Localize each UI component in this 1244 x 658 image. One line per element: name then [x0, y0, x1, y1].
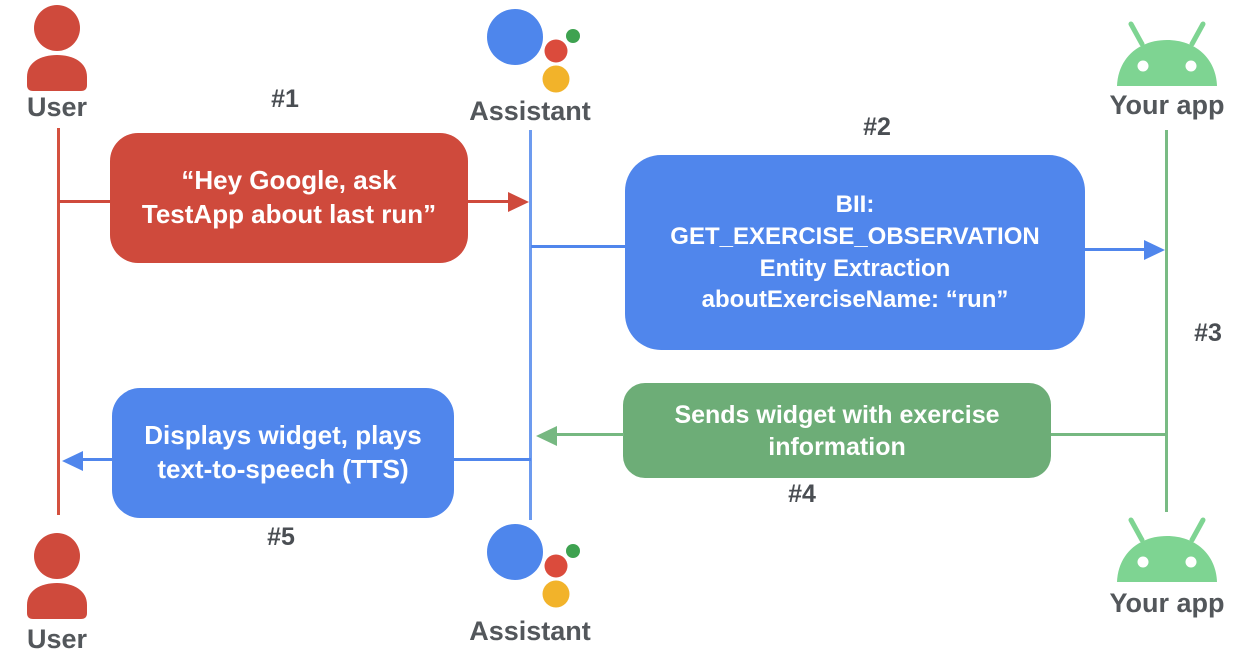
- assistant-lifeline: [529, 130, 532, 520]
- message-4-arrowhead: [536, 426, 557, 446]
- user-lifeline: [57, 128, 60, 515]
- step-1-label: #1: [271, 85, 299, 113]
- step-5-label: #5: [267, 523, 295, 551]
- assistant-bottom-label: Assistant: [469, 616, 591, 646]
- step-4-label: #4: [788, 480, 816, 508]
- message-1-box: “Hey Google, ask TestApp about last run”: [110, 133, 468, 263]
- assistant-top-label: Assistant: [469, 96, 591, 126]
- message-1-connector: [59, 200, 110, 203]
- message-2-arrow-shaft: [1083, 248, 1145, 251]
- message-5-arrow-shaft: [81, 458, 113, 461]
- message-5-box: Displays widget, plays text-to-speech (T…: [112, 388, 454, 518]
- message-4-box: Sends widget with exercise information: [623, 383, 1051, 478]
- step-2-label: #2: [863, 113, 891, 141]
- message-1-arrowhead: [508, 192, 529, 212]
- your-app-lifeline: [1165, 130, 1168, 512]
- message-1-arrow-shaft: [466, 200, 511, 203]
- android-robot-icon: [1117, 517, 1217, 582]
- user-bottom-label: User: [26, 624, 88, 654]
- your-app-bottom-label: Your app: [1109, 588, 1225, 618]
- step-3-label: #3: [1194, 319, 1222, 347]
- message-4-connector: [1051, 433, 1166, 436]
- message-2-arrowhead: [1144, 240, 1165, 260]
- your-app-top-label: Your app: [1109, 90, 1225, 120]
- message-2-box: BII: GET_EXERCISE_OBSERVATION Entity Ext…: [625, 155, 1085, 350]
- android-robot-icon: [1117, 21, 1217, 86]
- message-5-connector: [454, 458, 531, 461]
- message-2-connector: [531, 245, 626, 248]
- google-assistant-icon: [487, 9, 580, 93]
- message-4-arrow-shaft: [555, 433, 624, 436]
- user-icon: [27, 5, 87, 91]
- message-5-arrowhead: [62, 451, 83, 471]
- user-icon: [27, 533, 87, 619]
- google-assistant-icon: [487, 524, 580, 608]
- user-top-label: User: [26, 92, 88, 122]
